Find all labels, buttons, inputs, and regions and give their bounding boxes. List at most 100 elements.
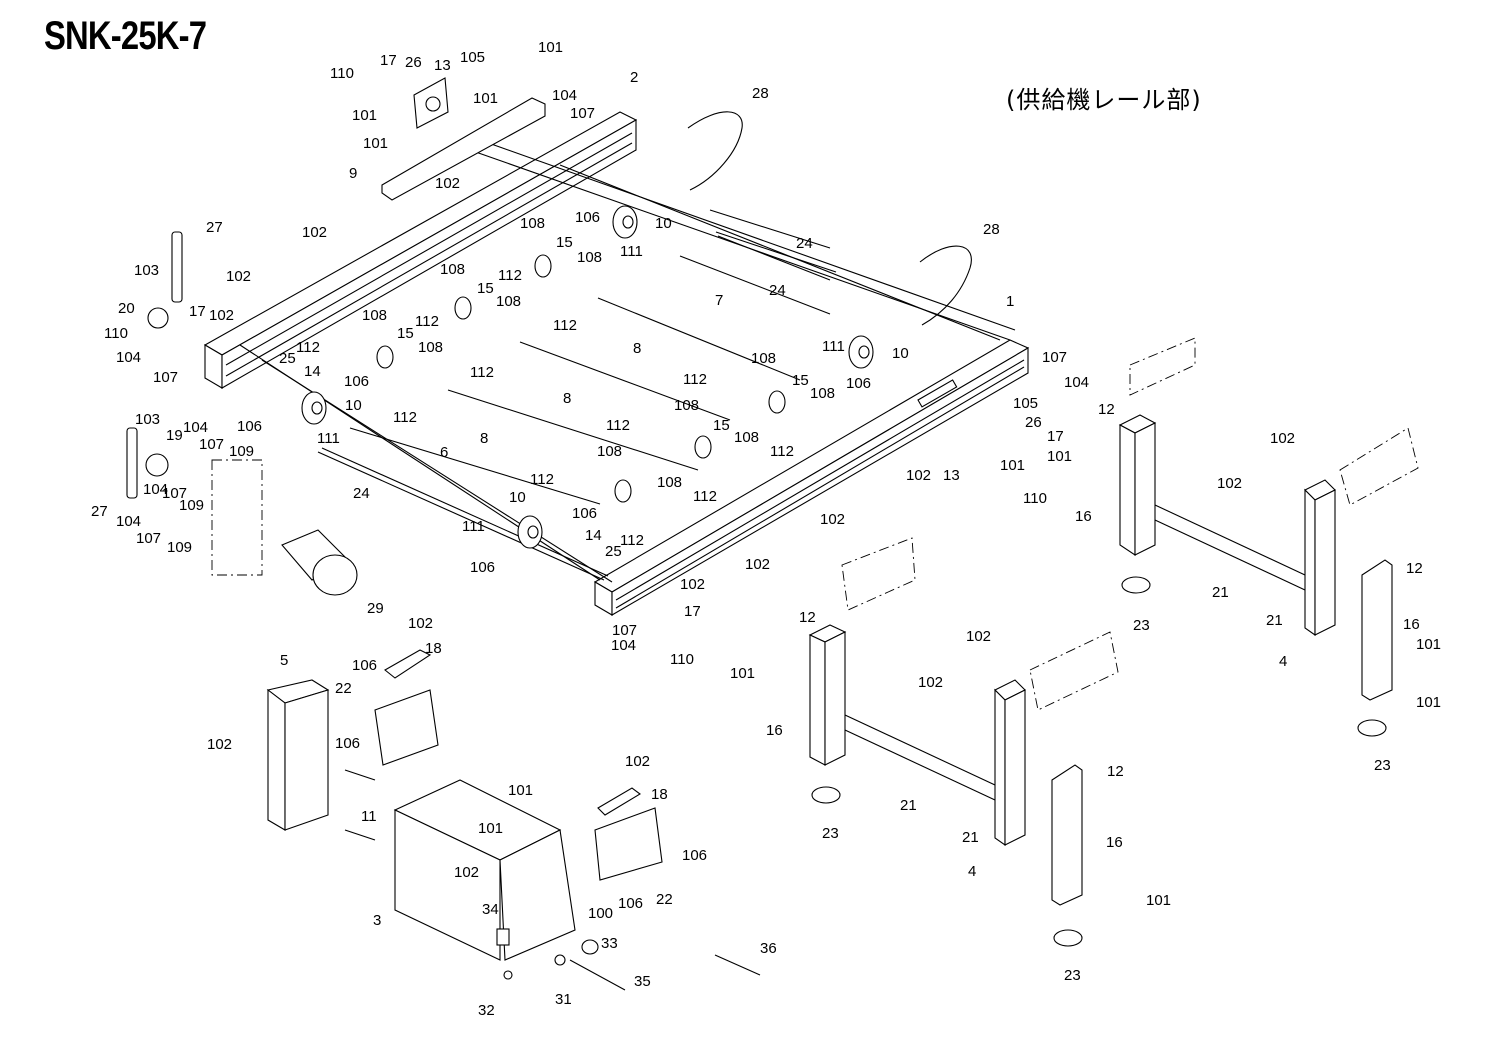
part-callout: 102 — [906, 467, 931, 484]
part-callout: 8 — [633, 340, 641, 357]
belt-28-lower — [919, 245, 972, 326]
part-callout: 108 — [520, 215, 545, 232]
part-callout: 104 — [611, 637, 636, 654]
part-callout: 106 — [846, 375, 871, 392]
part-callout: 16 — [766, 722, 783, 739]
part-callout: 102 — [207, 736, 232, 753]
part-callout: 27 — [206, 219, 223, 236]
part-callout: 24 — [353, 485, 370, 502]
part-callout: 12 — [1098, 401, 1115, 418]
plate-lower — [594, 807, 663, 881]
part-callout: 101 — [508, 782, 533, 799]
part-callout: 101 — [1416, 636, 1441, 653]
part-callout: 13 — [943, 467, 960, 484]
part-callout: 26 — [1025, 414, 1042, 431]
part-callout: 108 — [597, 443, 622, 460]
part-callout: 104 — [183, 419, 208, 436]
part-callout: 108 — [440, 261, 465, 278]
part-callout: 27 — [91, 503, 108, 520]
part-callout: 106 — [344, 373, 369, 390]
part-callout: 112 — [498, 267, 522, 284]
part-callout: 9 — [349, 165, 357, 182]
part-callout: 101 — [730, 665, 755, 682]
part-callout: 8 — [480, 430, 488, 447]
part-callout: 15 — [397, 325, 414, 342]
part-callout: 112 — [770, 443, 794, 460]
part-callout: 21 — [1212, 584, 1229, 601]
part-callout: 106 — [237, 418, 262, 435]
part-callout: 12 — [1406, 560, 1423, 577]
part-callout: 2 — [630, 69, 638, 86]
part-callout: 29 — [367, 600, 384, 617]
part-callout: 106 — [572, 505, 597, 522]
motor-29 — [211, 459, 358, 596]
part-callout: 108 — [418, 339, 443, 356]
pulleys — [301, 205, 874, 549]
leg-assembly-right — [1118, 337, 1419, 737]
part-callout: 108 — [810, 385, 835, 402]
part-callout: 15 — [792, 372, 809, 389]
bracket-18-upper — [384, 649, 432, 679]
stand-5 — [266, 679, 330, 831]
part-callout: 18 — [425, 640, 442, 657]
part-callout: 108 — [577, 249, 602, 266]
part-callout: 22 — [335, 680, 352, 697]
part-callout: 33 — [601, 935, 618, 952]
part-callout: 17 — [1047, 428, 1064, 445]
part-33 — [581, 939, 599, 955]
part-callout: 4 — [968, 863, 976, 880]
part-callout: 101 — [352, 107, 377, 124]
part-callout: 101 — [1146, 892, 1171, 909]
part-callout: 102 — [302, 224, 327, 241]
part-callout: 105 — [1013, 395, 1038, 412]
part-callout: 10 — [509, 489, 526, 506]
part-callout: 108 — [362, 307, 387, 324]
part-callout: 21 — [900, 797, 917, 814]
part-callout: 110 — [104, 325, 128, 342]
part-callout: 36 — [760, 940, 777, 957]
part-callout: 107 — [1042, 349, 1067, 366]
part-callout: 104 — [116, 513, 141, 530]
part-callout: 107 — [153, 369, 178, 386]
part-callout: 8 — [563, 390, 571, 407]
sprocket-20 — [147, 307, 169, 329]
part-callout: 26 — [405, 54, 422, 71]
part-callout: 104 — [552, 87, 577, 104]
part-callout: 102 — [209, 307, 234, 324]
part-callout: 102 — [408, 615, 433, 632]
part-callout: 102 — [680, 576, 705, 593]
rail-1 — [593, 339, 1030, 616]
part-callout: 108 — [657, 474, 682, 491]
pulley-26-top — [425, 96, 441, 112]
part-callout: 25 — [279, 350, 296, 367]
part-callout: 14 — [304, 363, 321, 380]
part-callout: 102 — [820, 511, 845, 528]
part-callout: 16 — [1075, 508, 1092, 525]
part-32 — [503, 970, 513, 980]
part-callout: 110 — [1023, 490, 1047, 507]
part-callout: 112 — [296, 339, 320, 356]
part-callout: 16 — [1403, 616, 1420, 633]
part-callout: 102 — [226, 268, 251, 285]
part-callout: 102 — [1217, 475, 1242, 492]
part-callout: 23 — [822, 825, 839, 842]
part-callout: 10 — [345, 397, 362, 414]
model-title: SNK-25K-7 — [44, 14, 207, 58]
part-callout: 23 — [1374, 757, 1391, 774]
part-callout: 1 — [1006, 293, 1014, 310]
part-callout: 17 — [684, 603, 701, 620]
part-callout: 13 — [434, 57, 451, 74]
part-callout: 109 — [167, 539, 192, 556]
part-callout: 106 — [335, 735, 360, 752]
housing-3 — [393, 779, 576, 961]
part-callout: 28 — [983, 221, 1000, 238]
part-callout: 23 — [1064, 967, 1081, 984]
part-callout: 108 — [674, 397, 699, 414]
part-callout: 32 — [478, 1002, 495, 1019]
part-31 — [554, 954, 566, 966]
part-callout: 107 — [612, 622, 637, 639]
bracket-9 — [381, 97, 546, 201]
sprocket-19 — [145, 453, 169, 477]
part-35 — [569, 959, 626, 991]
